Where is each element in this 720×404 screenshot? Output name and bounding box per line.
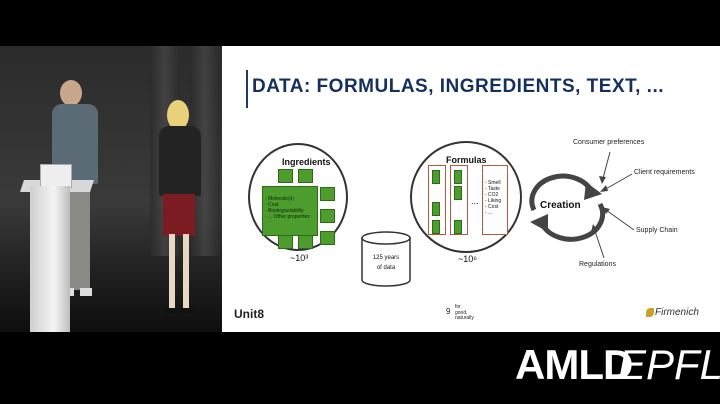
female-speaker-leg [169, 234, 175, 310]
amld-logo: AMLD [515, 341, 633, 388]
stage-photo [0, 46, 222, 332]
female-speaker-hair [167, 100, 189, 130]
slide-title: DATA: FORMULAS, INGREDIENTS, TEXT, ... [252, 76, 665, 97]
female-speaker [155, 100, 205, 320]
formula-ingredient [454, 186, 462, 200]
creation-cycle-arrows [529, 173, 606, 242]
tagline-line: for [455, 304, 461, 310]
formulas-ellipsis: ... [471, 196, 479, 206]
driver-label: Supply Chain [636, 227, 678, 234]
female-speaker-skirt [163, 194, 195, 236]
female-speaker-shoe [181, 308, 193, 314]
driver-arrow [605, 209, 635, 231]
database-label-line2: of data [376, 265, 396, 271]
formula-attribute: - Cost [485, 204, 499, 210]
formula-ingredient [454, 170, 462, 184]
formula-attribute: - Liking [485, 198, 502, 204]
cycle-arrow-top [529, 173, 595, 212]
ingredient-property: - Biodegradability [265, 208, 304, 214]
unit8-logo: Unit8 [234, 307, 264, 321]
firmenich-logo: Firmenich [655, 307, 699, 318]
ingredient-square [278, 169, 293, 183]
ingredient-square [278, 235, 293, 249]
female-speaker-leg [183, 234, 189, 310]
database-cylinder [361, 231, 411, 287]
female-speaker-cardigan [159, 126, 201, 196]
ingredients-count: ~10³ [290, 253, 309, 263]
selected-ingredient-square [262, 186, 318, 236]
ingredient-square [298, 235, 313, 249]
tagline-line: good, [455, 309, 468, 316]
driver-label: Client requirements [634, 169, 695, 176]
ingredient-square [320, 231, 335, 245]
ingredient-square [298, 169, 313, 183]
ingredient-property: - ... Other properties [265, 214, 310, 220]
driver-label: Consumer preferences [573, 139, 645, 146]
ingredient-square [320, 187, 335, 201]
formula-attribute: - ... [485, 210, 493, 216]
formulas-circle [410, 141, 522, 253]
footer-page-number: 9 [446, 307, 451, 316]
driver-arrows [591, 151, 635, 259]
driver-arrow [593, 227, 605, 259]
cycle-arrowhead [530, 214, 548, 232]
formula-ingredient [454, 220, 462, 234]
male-speaker-head [60, 80, 82, 106]
epfl-logo: EPFL [618, 341, 720, 388]
firmenich-leaf-icon [646, 308, 654, 317]
male-speaker-shoe [80, 288, 92, 296]
laptop [40, 164, 72, 188]
formula-attribute: - CO2 [485, 192, 499, 198]
formulas-count: ~10⁶ [458, 254, 477, 264]
formulas-label: Formulas [446, 155, 487, 165]
ingredient-square [320, 209, 335, 223]
female-speaker-shoe [165, 308, 177, 314]
formula-attribute-box [482, 165, 508, 235]
slide-title-accent [246, 70, 248, 108]
cycle-arrowhead [584, 182, 602, 200]
ingredients-circle [248, 143, 348, 251]
driver-arrow [603, 173, 633, 191]
cycle-arrow-bottom [539, 202, 606, 242]
podium [30, 186, 70, 332]
ingredient-property: - Molecule(s) [265, 196, 294, 202]
formula-ingredient [432, 220, 440, 234]
formula-attribute: - Taste [485, 186, 500, 192]
ingredients-label: Ingredients [282, 157, 331, 167]
formula-ingredient [432, 202, 440, 216]
footer-tagline: for good, naturally [455, 304, 474, 322]
ingredient-property: - Cost [265, 202, 279, 208]
formula-ingredient [432, 170, 440, 184]
formula-attribute: - Smell [485, 180, 501, 186]
tagline-line: naturally [455, 315, 474, 321]
driver-label: Regulations [579, 261, 616, 268]
database-label-line1: 125 years [372, 255, 400, 261]
creation-label: Creation [540, 200, 581, 211]
